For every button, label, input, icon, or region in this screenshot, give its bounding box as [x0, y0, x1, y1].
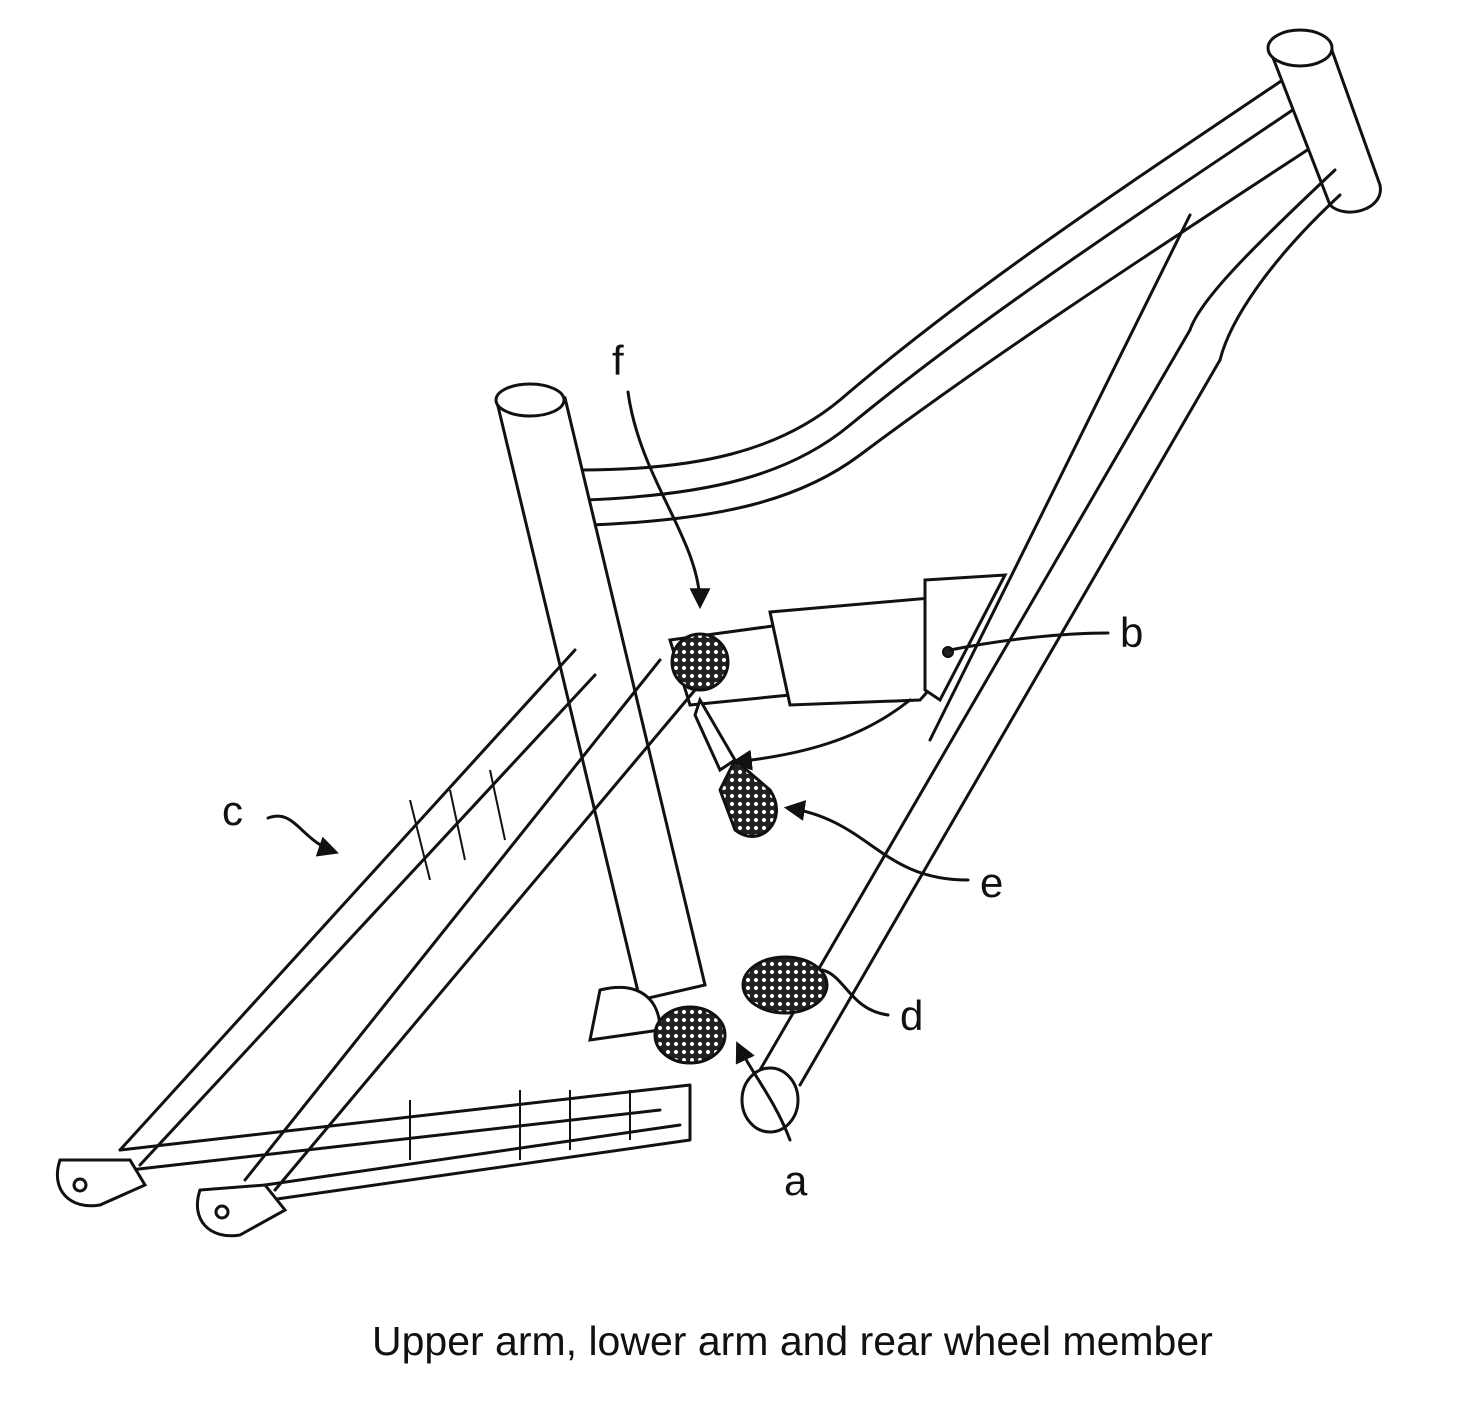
- rear-shock: [670, 575, 1005, 705]
- head-tube: [1268, 30, 1380, 212]
- figure-caption: Upper arm, lower arm and rear wheel memb…: [372, 1318, 1213, 1365]
- chain-stays: [120, 1085, 690, 1200]
- label-c: c: [222, 790, 243, 832]
- label-e: e: [980, 862, 1003, 904]
- label-d: d: [900, 995, 923, 1037]
- top-tube: [580, 75, 1315, 525]
- label-b: b: [1120, 612, 1143, 654]
- label-f: f: [612, 340, 624, 382]
- seat-tube: [496, 384, 705, 1000]
- label-a: a: [784, 1160, 807, 1202]
